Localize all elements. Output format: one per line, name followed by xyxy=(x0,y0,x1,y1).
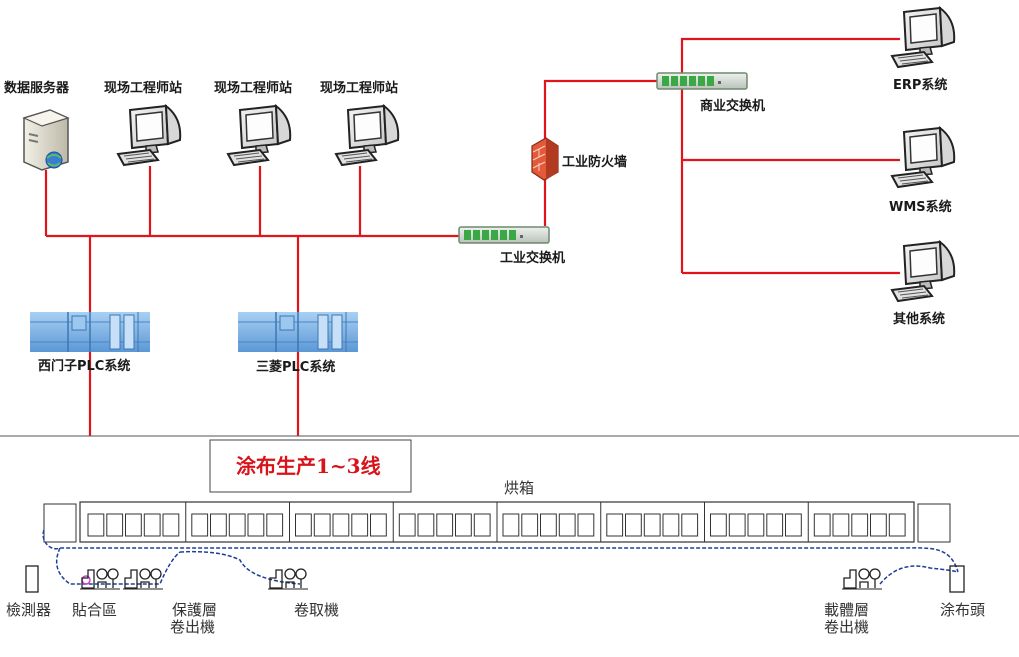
oven-cell xyxy=(813,513,831,537)
protective-unwinder-label-1: 保護層 xyxy=(172,601,217,619)
oven-cell xyxy=(521,513,539,537)
plc-rack-icon xyxy=(30,312,150,352)
oven-cell xyxy=(662,513,680,537)
oven-cell xyxy=(162,513,180,537)
oven-cell xyxy=(398,513,416,537)
oven-cell xyxy=(766,513,784,537)
winder-label: 卷取機 xyxy=(294,601,339,619)
siemens-plc-label: 西门子PLC系统 xyxy=(38,358,130,374)
business-switch-label: 商业交换机 xyxy=(700,98,765,114)
protective-unwinder-label-2: 卷出機 xyxy=(170,618,215,636)
oven-cell xyxy=(228,513,246,537)
carrier-unwinder-label-1: 載體層 xyxy=(824,601,869,619)
oven-cell xyxy=(747,513,765,537)
detector-box xyxy=(43,503,77,543)
oven-cell xyxy=(625,513,642,537)
oven-cell xyxy=(351,513,369,537)
oven-cell xyxy=(313,513,331,537)
unwinder-machine-icon xyxy=(122,568,164,590)
oven-cell xyxy=(247,513,265,537)
carrier-unwinder-label-2: 卷出機 xyxy=(824,618,869,636)
oven-cell xyxy=(191,513,209,537)
coating-head-label: 涂布頭 xyxy=(940,601,985,619)
plc-rack-icon xyxy=(238,312,358,352)
oven-cell xyxy=(643,513,661,537)
network-switch-icon xyxy=(458,226,550,244)
coating-head-icon xyxy=(949,565,965,593)
oven-cell xyxy=(502,513,520,537)
link-erp xyxy=(680,37,900,81)
industrial-switch-label: 工业交换机 xyxy=(500,250,565,266)
production-line-title: 涂布生产1~3线 xyxy=(236,454,381,478)
firewall-icon xyxy=(531,137,559,181)
web-path-right xyxy=(879,565,959,585)
oven-cells xyxy=(87,502,906,542)
production-title-box xyxy=(209,439,412,493)
computer-monitor-icon xyxy=(891,127,956,188)
oven-cell xyxy=(125,513,142,537)
computer-monitor-icon xyxy=(335,105,400,166)
oven-cell xyxy=(332,513,350,537)
link-firewall-business xyxy=(543,79,658,226)
web-path-lower xyxy=(55,547,301,585)
oven-cell xyxy=(870,513,887,537)
oven-cell xyxy=(785,513,802,537)
detector-icon xyxy=(25,565,39,593)
erp-label: ERP系统 xyxy=(893,77,947,93)
oven-cell xyxy=(681,513,699,537)
oven-cell xyxy=(606,513,624,537)
wms-label: WMS系统 xyxy=(889,199,952,215)
computer-monitor-icon xyxy=(117,105,182,166)
web-path-main xyxy=(42,529,959,573)
mitsubishi-plc-label: 三菱PLC系统 xyxy=(256,359,335,375)
firewall-label: 工业防火墙 xyxy=(562,154,627,170)
detector-label: 檢測器 xyxy=(6,601,51,619)
computer-monitor-icon xyxy=(227,105,292,166)
coater-box xyxy=(917,503,951,543)
oven-cell xyxy=(888,513,906,537)
oven-cell xyxy=(540,513,557,537)
laminating-machine-icon xyxy=(80,568,120,590)
oven-cell xyxy=(370,513,387,537)
network-switch-icon xyxy=(656,72,748,90)
oven-cell xyxy=(710,513,727,537)
computer-monitor-icon xyxy=(891,241,956,302)
engineer-station-1-label: 现场工程师站 xyxy=(104,80,182,96)
engineer-station-3-label: 现场工程师站 xyxy=(320,80,398,96)
oven-cell xyxy=(87,513,105,537)
oven-cell xyxy=(210,513,227,537)
data-server-label: 数据服务器 xyxy=(4,80,70,96)
oven-cell xyxy=(106,513,124,537)
engineer-station-2-label: 现场工程师站 xyxy=(214,80,292,96)
oven-label: 烘箱 xyxy=(504,479,534,497)
oven-cell xyxy=(295,513,312,537)
oven-cell xyxy=(558,513,576,537)
winder-machine-icon xyxy=(267,568,309,590)
oven-cell xyxy=(851,513,869,537)
oven-cell xyxy=(455,513,472,537)
oven-cell xyxy=(143,513,161,537)
oven-cell xyxy=(436,513,454,537)
oven-cell xyxy=(728,513,746,537)
laminating-label: 貼合區 xyxy=(72,601,117,619)
oven-cell xyxy=(266,513,284,537)
oven-cell xyxy=(577,513,595,537)
computer-monitor-icon xyxy=(891,7,956,68)
server-icon xyxy=(22,109,70,171)
carrier-unwinder-icon xyxy=(841,568,883,590)
other-system-label: 其他系统 xyxy=(893,311,945,327)
oven-cell xyxy=(473,513,491,537)
oven-cell xyxy=(832,513,850,537)
laminating-roller-icon xyxy=(81,575,91,585)
oven-cell xyxy=(417,513,435,537)
